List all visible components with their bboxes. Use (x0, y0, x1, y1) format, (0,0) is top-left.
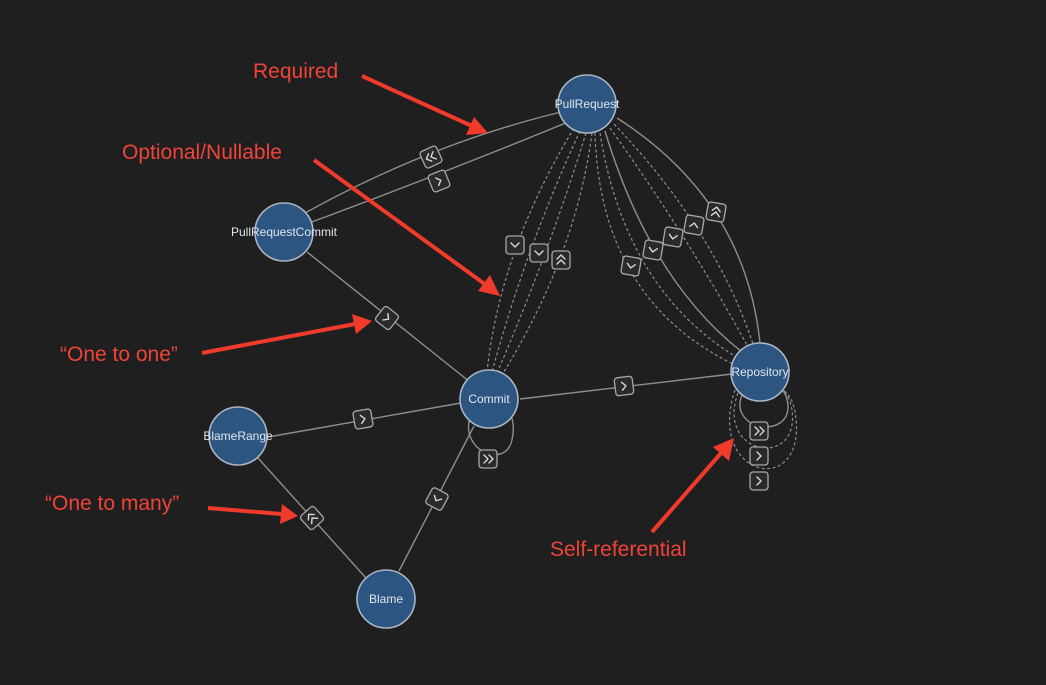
badge-pr-commit-2[interactable] (529, 243, 549, 263)
node-blame[interactable]: Blame (356, 569, 416, 629)
node-label-pullrequestcommit: PullRequestCommit (231, 225, 338, 239)
badge-one-to-one[interactable] (374, 305, 400, 331)
annotation-optional-nullable: Optional/Nullable (122, 141, 282, 164)
node-commit[interactable]: Commit (459, 369, 519, 429)
node-label-commit: Commit (468, 392, 510, 406)
annotation-self-referential: Self-referential (550, 538, 687, 561)
edge-pr-repo-5[interactable] (613, 123, 754, 345)
node-blamerange[interactable]: BlameRange (203, 406, 273, 466)
node-repository[interactable]: Repository (730, 342, 790, 402)
node-label-blamerange: BlameRange (203, 429, 273, 443)
edge-pr-commit-1[interactable] (486, 127, 575, 373)
node-label-pullrequest: PullRequest (555, 97, 620, 111)
arrow-optional (312, 158, 500, 296)
arrow-required (361, 74, 488, 135)
edge-pr-commit-2[interactable] (491, 130, 581, 373)
node-label-repository: Repository (731, 365, 788, 379)
badge-pr-repo-2[interactable] (642, 239, 664, 261)
node-pullrequestcommit[interactable]: PullRequestCommit (231, 202, 338, 262)
badge-commit-repository[interactable] (613, 375, 635, 397)
badge-pr-repo-4[interactable] (683, 214, 705, 236)
badge-pr-repo-1[interactable] (620, 255, 642, 277)
arrow-self-referential (650, 438, 734, 534)
badge-repo-self-2[interactable] (749, 446, 769, 466)
edge-pr-repo-2[interactable] (599, 132, 739, 359)
badge-repo-self-3[interactable] (749, 471, 769, 491)
edge-badges (299, 145, 769, 531)
annotation-one-to-many: “One to many” (45, 492, 179, 515)
edge-pr-repo-3[interactable] (604, 130, 743, 353)
node-pullrequest[interactable]: PullRequest (555, 74, 620, 134)
badge-commit-self[interactable] (478, 449, 498, 469)
annotation-one-to-one: “One to one” (60, 343, 178, 366)
badge-chevron-right[interactable] (427, 169, 451, 193)
annotation-arrows (201, 74, 734, 534)
badge-pr-repo-5[interactable] (705, 201, 727, 223)
badge-double-chevron-left[interactable] (419, 145, 443, 169)
edge-pr-repo-4[interactable] (609, 127, 749, 348)
badge-blamerange-commit[interactable] (352, 408, 374, 430)
annotation-required: Required (253, 60, 338, 83)
edges (257, 106, 798, 579)
badge-one-to-many[interactable] (299, 505, 325, 531)
edge-pr-repo-1[interactable] (594, 132, 736, 366)
badge-commit-blame[interactable] (425, 487, 449, 511)
arrow-one-to-one (201, 314, 372, 355)
nodes: PullRequest PullRequestCommit Commit Rep… (203, 74, 790, 629)
node-label-blame: Blame (369, 592, 403, 606)
arrow-one-to-many (207, 504, 298, 524)
badge-repo-self-1[interactable] (749, 421, 769, 441)
badge-pr-repo-3[interactable] (662, 226, 684, 248)
badge-pr-commit-1[interactable] (505, 235, 525, 255)
edge-repo-self-1[interactable] (739, 387, 789, 428)
annotations: Required Optional/Nullable “One to one” … (45, 60, 687, 561)
edge-pr-commit-3[interactable] (496, 132, 587, 374)
badge-pr-commit-3[interactable] (551, 250, 571, 270)
